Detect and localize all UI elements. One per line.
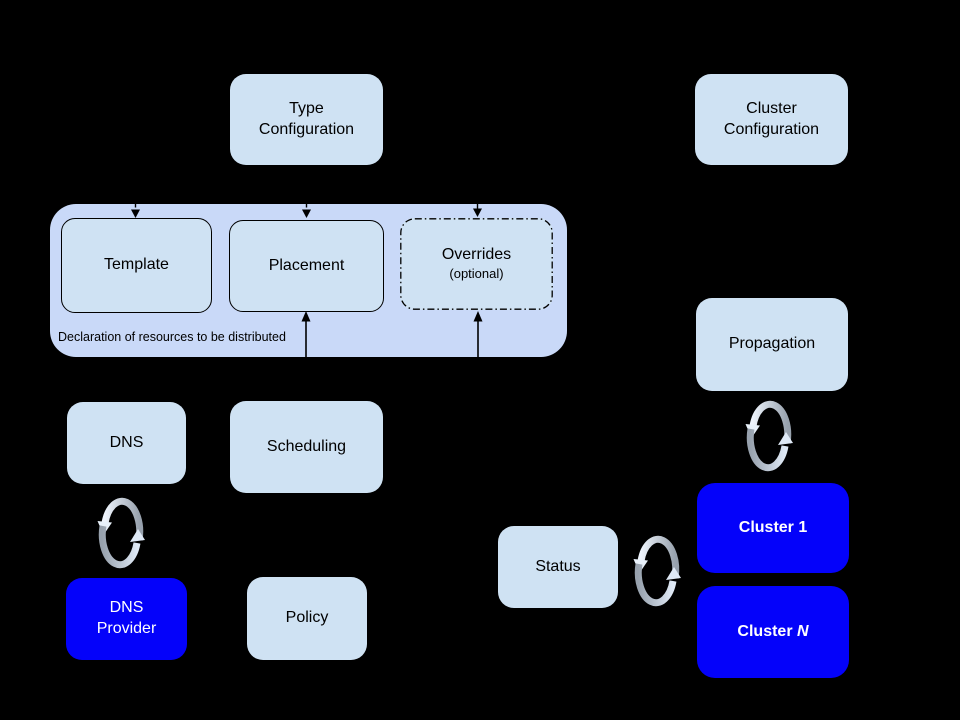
node-placement: Placement — [229, 220, 384, 312]
node-label: Cluster 1 — [738, 518, 808, 536]
node-overrides: Overrides (optional) — [400, 218, 553, 310]
node-scheduling: Scheduling — [230, 401, 383, 493]
node-sublabel: (optional) — [449, 265, 504, 281]
node-policy: Policy — [247, 577, 367, 660]
node-label: Cluster Configuration — [723, 99, 820, 138]
node-cluster-configuration: Cluster Configuration — [695, 74, 848, 165]
sync-icon — [98, 501, 146, 564]
node-status: Status — [498, 526, 618, 608]
node-label: Scheduling — [266, 437, 347, 455]
resource-declaration-caption: Declaration of resources to be distribut… — [58, 329, 286, 344]
node-label: DNS — [109, 433, 144, 451]
node-label: Type Configuration — [258, 99, 355, 138]
sync-icon — [634, 539, 682, 602]
overrides-dash-dot-border — [400, 218, 553, 310]
cluster-n-suffix: N — [797, 622, 809, 640]
cluster-n-prefix: Cluster — [737, 622, 797, 640]
node-label: Template — [104, 256, 169, 274]
node-label: Cluster N — [737, 622, 808, 643]
node-template: Template — [61, 218, 212, 313]
node-label: Overrides — [441, 246, 512, 264]
node-label: Propagation — [728, 335, 816, 353]
sync-icon — [746, 404, 794, 467]
node-propagation: Propagation — [696, 298, 848, 391]
node-cluster-n: Cluster N — [697, 586, 849, 678]
node-cluster-1: Cluster 1 — [697, 483, 849, 573]
node-label: Placement — [268, 256, 345, 274]
node-label: DNS Provider — [96, 599, 157, 637]
node-label: Status — [535, 557, 581, 575]
node-label: Policy — [285, 609, 329, 627]
node-dns-provider: DNS Provider — [66, 578, 187, 660]
node-type-configuration: Type Configuration — [230, 74, 383, 165]
node-dns: DNS — [67, 402, 186, 484]
